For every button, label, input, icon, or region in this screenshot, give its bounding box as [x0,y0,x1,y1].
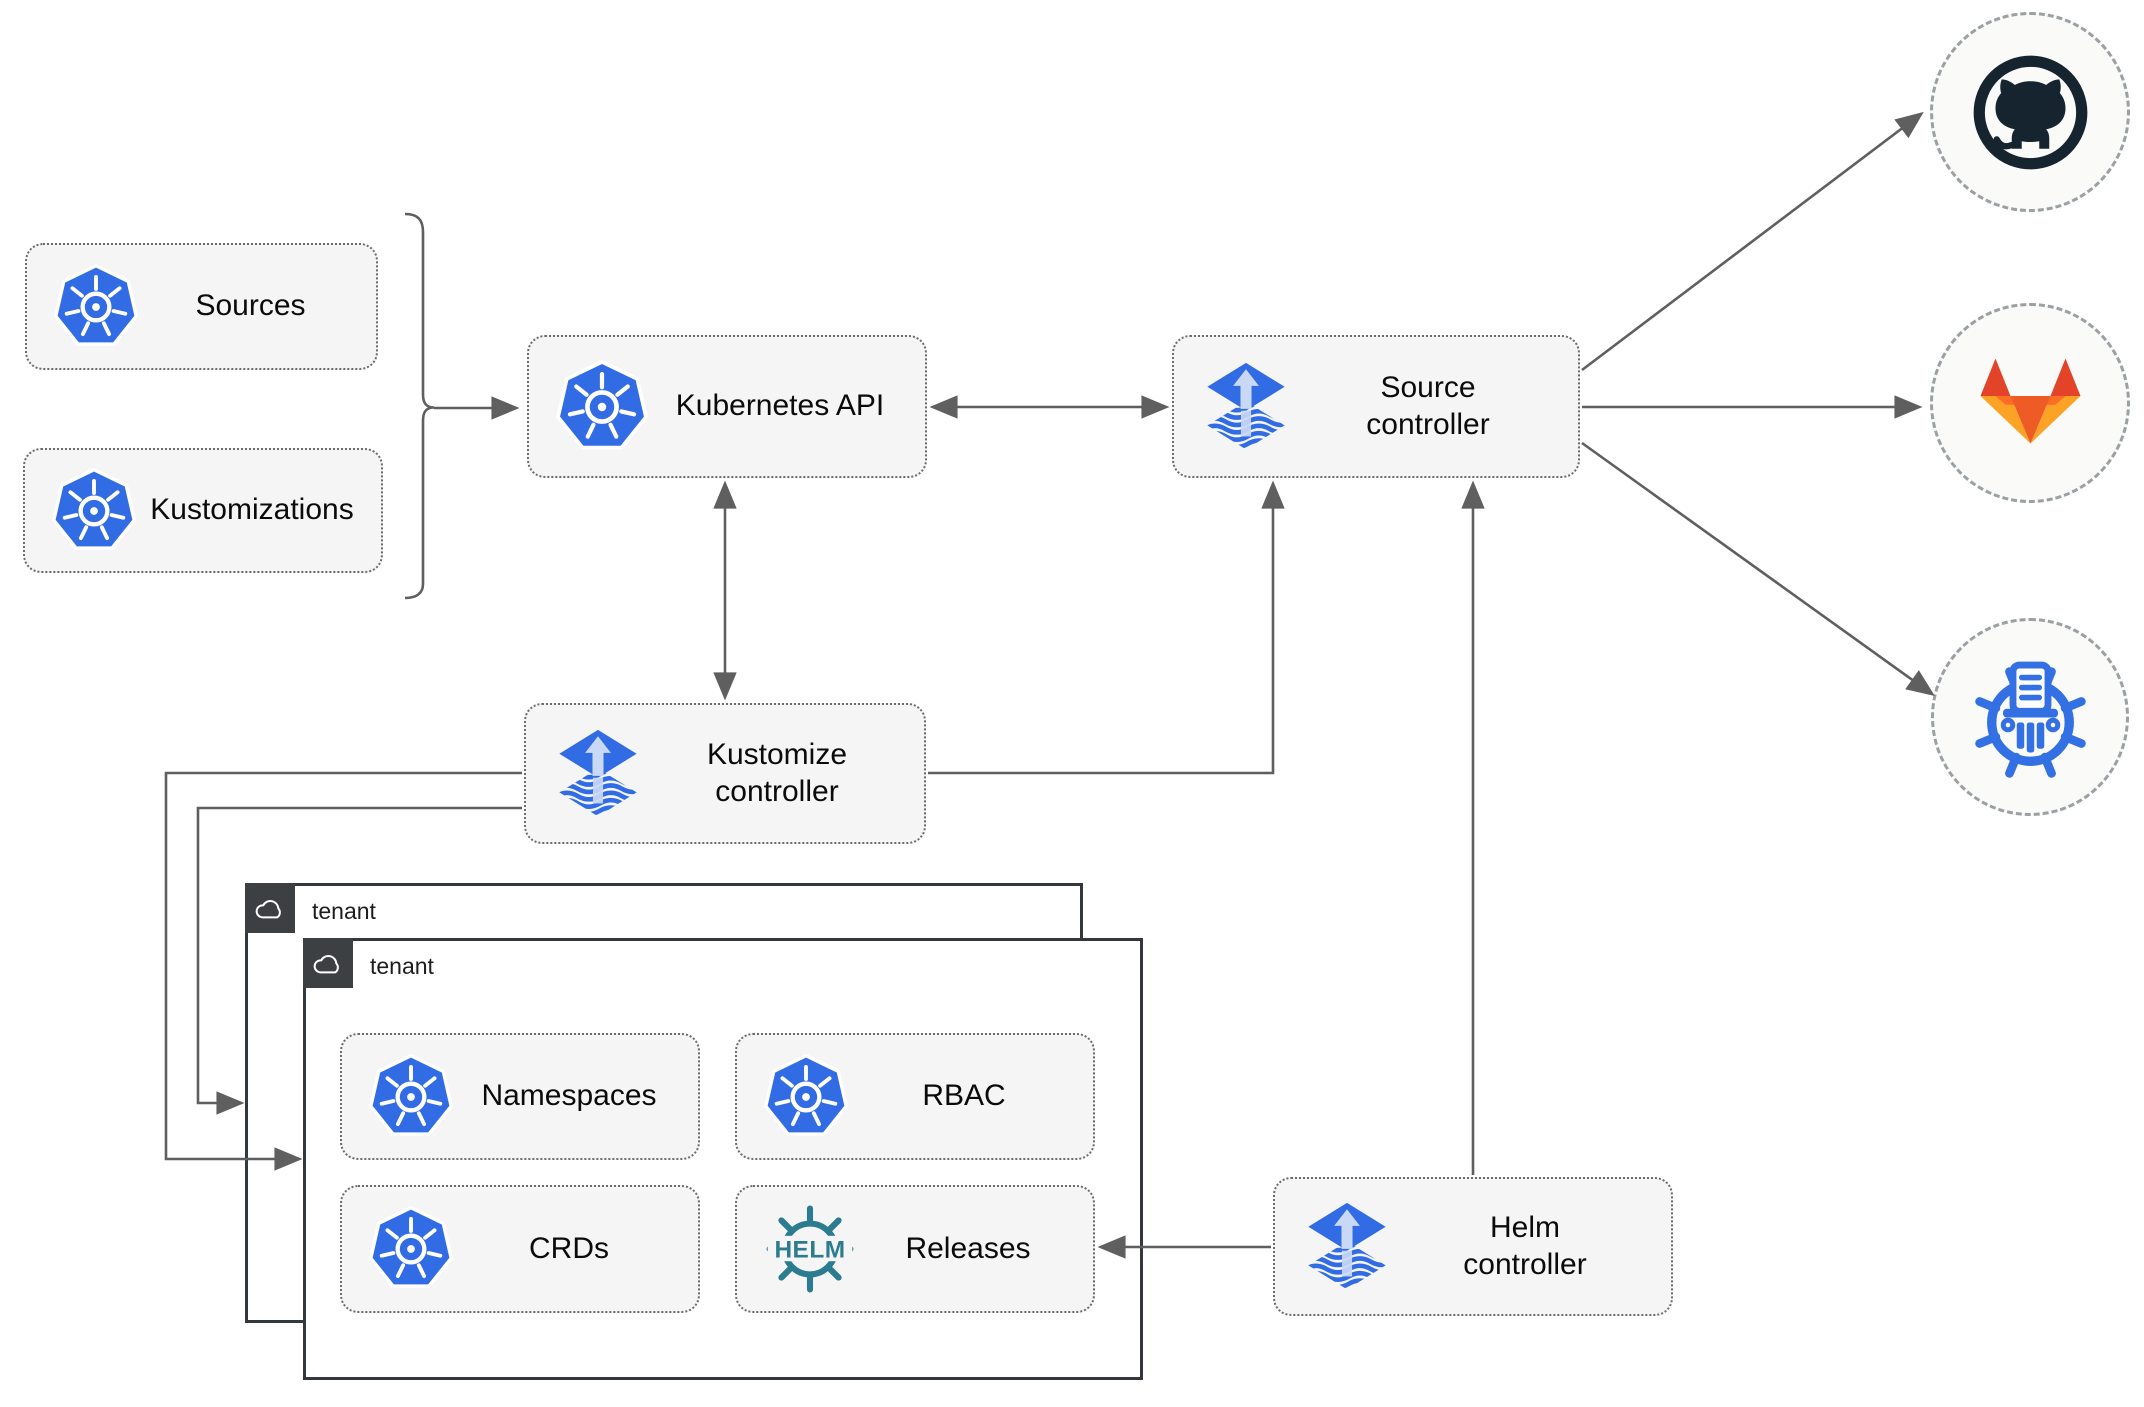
node-source-controller: Source controller [1172,335,1580,478]
flux-icon [1200,361,1292,453]
tenant-badge [303,938,353,988]
tenant-badge [245,883,295,933]
node-kubernetes-api: Kubernetes API [527,335,927,478]
gitlab-icon [1968,341,2093,466]
cloud-icon [312,947,344,979]
tenant-label: tenant [370,952,434,979]
node-helm-controller: Helm controller [1273,1177,1673,1316]
node-crds-label: CRDs [529,1231,609,1265]
node-helm-controller-label: Helm controller [1463,1210,1587,1281]
node-rbac-label: RBAC [922,1079,1006,1113]
node-sources: Sources [25,243,378,370]
node-kubernetes-api-label: Kubernetes API [675,389,885,423]
gitlab-endpoint [1930,303,2130,503]
node-kustomize-controller: Kustomize controller [524,703,926,844]
tenant-label: tenant [312,897,376,924]
node-crds: CRDs [340,1185,700,1313]
kubernetes-icon [555,359,649,454]
node-source-controller-label: Source controller [1366,370,1490,441]
edge-kustomize-to-source-controller [928,480,1285,775]
node-releases: HELM Releases [735,1185,1095,1313]
node-namespaces-label: Namespaces [481,1079,657,1113]
node-releases-label: Releases [905,1231,1031,1265]
node-rbac: RBAC [735,1033,1095,1160]
helm-icon: HELM [763,1202,857,1296]
node-namespaces: Namespaces [340,1033,700,1160]
kubernetes-icon [51,467,137,554]
kubernetes-icon [368,1206,454,1292]
cloud-icon [254,892,286,924]
helm-logo-text: HELM [774,1236,845,1263]
helm-repository-endpoint [1931,618,2129,816]
github-icon [1968,50,2093,175]
kubernetes-icon [368,1053,454,1140]
node-kustomize-controller-label: Kustomize controller [706,737,848,808]
node-kustomizations-label: Kustomizations [150,493,354,527]
node-kustomizations: Kustomizations [23,448,383,573]
bracket-sources-group [404,212,435,600]
kubernetes-icon [763,1053,849,1140]
github-endpoint [1930,12,2130,212]
edge-source-to-github [1581,111,1924,372]
edge-source-to-helm-repository [1581,441,1935,697]
flux-icon [1301,1201,1393,1293]
flux-icon [552,728,644,820]
node-sources-label: Sources [195,289,306,323]
chartmuseum-icon [1968,655,2093,780]
kubernetes-icon [53,263,139,350]
